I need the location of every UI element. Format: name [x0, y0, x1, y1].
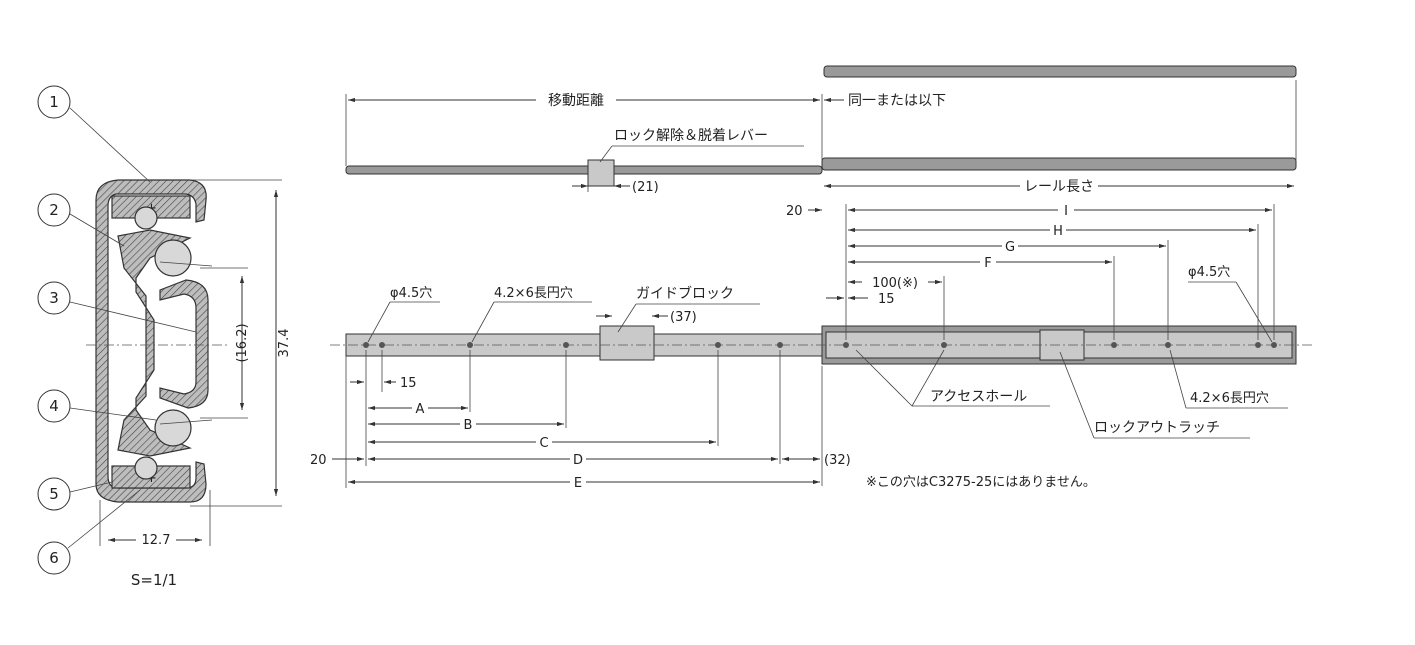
- fixed-rail: [821, 157, 1297, 171]
- callout-2: 2: [37, 193, 125, 247]
- dim-32: (32): [824, 453, 851, 468]
- lever-block: [587, 159, 615, 187]
- svg-text:+: +: [146, 471, 157, 486]
- side-view: 20 I H G F 100(※) 15 φ4.5穴 φ4.5穴 4.2×: [310, 202, 1312, 491]
- inner-member-section: [159, 279, 209, 409]
- dim-100: 100(※): [872, 276, 918, 291]
- callout-3: 3: [37, 281, 197, 333]
- bottom-ball: [134, 456, 158, 480]
- svg-text:4: 4: [49, 397, 59, 415]
- note-text: ※この穴はC3275-25にはありません。: [866, 475, 1096, 490]
- dim-C: C: [539, 436, 548, 451]
- dim-20-top: 20: [786, 204, 803, 219]
- dim-20-bottom: 20: [310, 453, 327, 468]
- dim-A: A: [416, 402, 425, 417]
- svg-text:2: 2: [49, 201, 59, 219]
- dim-height: 37.4: [277, 329, 292, 358]
- travel-label: 移動距離: [548, 92, 604, 109]
- lower-ball: [154, 409, 192, 447]
- section-view: + + 37.4 (16.2) 12.7 1: [37, 85, 292, 589]
- dim-F: F: [984, 256, 991, 271]
- callout-4: 4: [37, 389, 157, 423]
- dim-width: 12.7: [142, 533, 171, 548]
- dim-G: G: [1005, 240, 1015, 255]
- svg-text:1: 1: [49, 93, 59, 111]
- guide-block-label: ガイドブロック: [636, 285, 734, 302]
- dim-B: B: [464, 418, 473, 433]
- scale-label: S=1/1: [131, 571, 177, 589]
- dim-E: E: [574, 476, 582, 491]
- dim-15-left: 15: [400, 376, 417, 391]
- dim-pitch: (16.2): [235, 323, 250, 362]
- hole-45-right-label: φ4.5穴: [1188, 265, 1230, 280]
- lever-label: ロック解除＆脱着レバー: [614, 128, 768, 144]
- rail-length-label: レール長さ: [1024, 179, 1094, 195]
- svg-text:3: 3: [49, 289, 59, 307]
- svg-text:6: 6: [49, 549, 59, 567]
- intermediate-member-section: [117, 229, 192, 457]
- dim-I: I: [1064, 204, 1068, 219]
- callout-1: 1: [37, 85, 151, 183]
- slot-right-label: 4.2×6長円穴: [1190, 391, 1269, 406]
- guide-block-shape: [599, 325, 655, 361]
- svg-text:5: 5: [49, 485, 59, 503]
- dim-15-right: 15: [878, 292, 895, 307]
- access-hole-label: アクセスホール: [930, 389, 1027, 405]
- hole-45-left-label: φ4.5穴: [390, 286, 432, 301]
- moving-rail: [345, 165, 823, 175]
- top-ball: [134, 206, 158, 230]
- dim-37: (37): [670, 310, 697, 325]
- dim-D: D: [573, 453, 583, 468]
- extended-rail-top: [823, 65, 1297, 78]
- dim-21: (21): [632, 180, 659, 195]
- dim-H: H: [1053, 224, 1063, 239]
- top-view: 移動距離 同一または以下 ロック解除＆脱着レバー (21) レール長さ: [345, 65, 1297, 195]
- callout-5: 5: [37, 477, 113, 511]
- lockout-latch-label: ロックアウトラッチ: [1094, 420, 1220, 436]
- same-or-less-label: 同一または以下: [848, 93, 946, 109]
- slot-left-label: 4.2×6長円穴: [494, 286, 573, 301]
- callout-6: 6: [37, 489, 141, 575]
- upper-ball: [154, 239, 192, 277]
